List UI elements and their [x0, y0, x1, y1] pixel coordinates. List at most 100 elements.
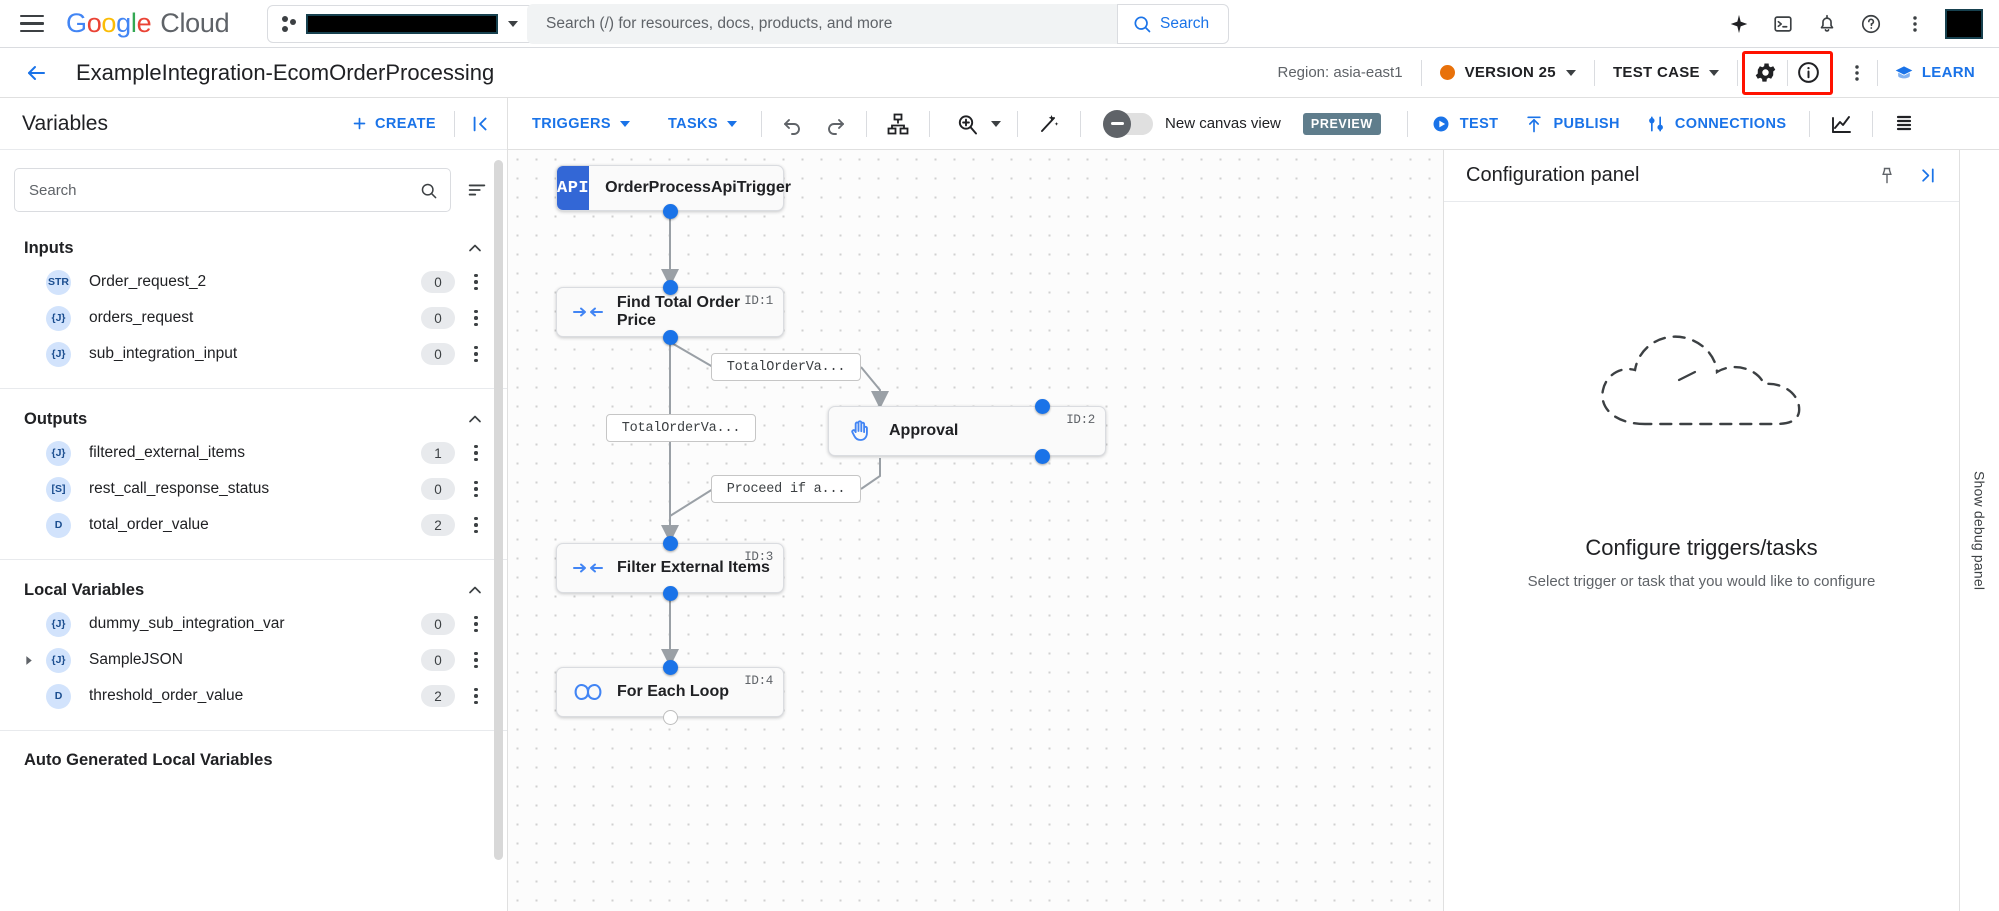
undo-icon[interactable]: [772, 103, 814, 145]
toggle-track[interactable]: [1103, 109, 1154, 138]
expand-variable-icon[interactable]: [22, 654, 44, 667]
pin-icon[interactable]: [1869, 158, 1905, 194]
tasks-menu-button[interactable]: TASKS: [654, 116, 751, 132]
variable-more-vert-icon[interactable]: [463, 305, 489, 331]
variables-section-header[interactable]: Inputs: [0, 232, 507, 264]
variables-panel-scrollbar[interactable]: [494, 160, 503, 860]
node-output-connector[interactable]: [1034, 448, 1050, 464]
test-button[interactable]: TEST: [1418, 114, 1512, 134]
cloud-shell-icon[interactable]: [1763, 4, 1803, 44]
search-button[interactable]: Search: [1117, 4, 1230, 44]
search-input[interactable]: [528, 15, 1116, 33]
collapse-variables-panel-icon[interactable]: [455, 98, 507, 150]
chevron-up-icon[interactable]: [465, 580, 485, 600]
show-debug-panel-rail[interactable]: Show debug panel: [1959, 150, 1999, 911]
edge-condition-label[interactable]: TotalOrderVa...: [606, 414, 756, 442]
help-icon[interactable]: [1851, 4, 1891, 44]
auto-layout-icon[interactable]: [877, 103, 919, 145]
expand-panel-icon[interactable]: [1909, 158, 1945, 194]
variable-more-vert-icon[interactable]: [463, 269, 489, 295]
variables-search-box[interactable]: [14, 168, 451, 212]
new-canvas-view-toggle[interactable]: New canvas view PREVIEW: [1103, 109, 1381, 138]
variables-section-header[interactable]: Outputs: [0, 403, 507, 435]
variable-more-vert-icon[interactable]: [463, 611, 489, 637]
node-input-connector[interactable]: [662, 279, 678, 295]
node-output-connector[interactable]: [662, 203, 678, 219]
test-case-selector[interactable]: TEST CASE: [1595, 64, 1737, 81]
edge-condition-label[interactable]: Proceed if a...: [711, 475, 861, 503]
connections-button[interactable]: CONNECTIONS: [1633, 114, 1800, 134]
redo-icon[interactable]: [814, 103, 856, 145]
variables-search-input[interactable]: [29, 181, 419, 199]
metrics-chart-icon[interactable]: [1820, 103, 1862, 145]
variable-type-badge: D: [46, 683, 71, 709]
variables-section-title: Auto Generated Local Variables: [24, 751, 273, 769]
variable-more-vert-icon[interactable]: [463, 341, 489, 367]
node-output-connector[interactable]: [662, 585, 678, 601]
page-more-vert-icon[interactable]: [1837, 53, 1877, 93]
settings-gear-icon[interactable]: [1745, 54, 1787, 92]
logs-list-icon[interactable]: [1883, 103, 1925, 145]
region-label: Region: asia-east1: [1277, 64, 1403, 81]
node-input-connector[interactable]: [662, 535, 678, 551]
user-avatar-redacted[interactable]: [1945, 9, 1983, 39]
variable-type-badge: {J}: [46, 611, 71, 637]
gemini-spark-icon[interactable]: [1719, 4, 1759, 44]
create-variable-button[interactable]: CREATE: [351, 115, 454, 132]
variables-section-header[interactable]: Auto Generated Local Variables: [0, 745, 507, 776]
chevron-up-icon[interactable]: [465, 409, 485, 429]
triggers-menu-button[interactable]: TRIGGERS: [518, 116, 644, 132]
node-input-connector[interactable]: [1034, 398, 1050, 414]
variable-more-vert-icon[interactable]: [463, 476, 489, 502]
zoom-icon[interactable]: [946, 103, 988, 145]
hamburger-menu-icon[interactable]: [20, 14, 44, 33]
chevron-up-icon[interactable]: [465, 238, 485, 258]
node-input-connector[interactable]: [662, 659, 678, 675]
divider: [0, 559, 507, 560]
logo-letter: g: [116, 8, 131, 38]
project-selector[interactable]: [267, 4, 558, 43]
info-circle-icon[interactable]: [1788, 54, 1830, 92]
global-search-box[interactable]: [527, 4, 1117, 44]
node-output-connector[interactable]: [662, 329, 678, 345]
variables-section-header[interactable]: Local Variables: [0, 574, 507, 606]
version-selector[interactable]: VERSION 25: [1422, 64, 1594, 81]
topbar-more-vert-icon[interactable]: [1895, 4, 1935, 44]
magic-wand-icon[interactable]: [1028, 103, 1070, 145]
variable-more-vert-icon[interactable]: [463, 647, 489, 673]
publish-button[interactable]: PUBLISH: [1511, 114, 1632, 134]
back-button[interactable]: [18, 55, 54, 91]
variable-name: total_order_value: [89, 516, 209, 533]
variable-more-vert-icon[interactable]: [463, 683, 489, 709]
variable-more-vert-icon[interactable]: [463, 440, 489, 466]
notifications-bell-icon[interactable]: [1807, 4, 1847, 44]
learn-button[interactable]: LEARN: [1878, 63, 1989, 83]
node-output-connector[interactable]: [662, 709, 678, 725]
show-debug-panel-label[interactable]: Show debug panel: [1971, 470, 1988, 591]
configuration-panel-title: Configuration panel: [1466, 164, 1640, 186]
search-button-label: Search: [1160, 15, 1210, 32]
variable-more-vert-icon[interactable]: [463, 512, 489, 538]
sort-variables-icon[interactable]: [465, 178, 489, 202]
canvas-node-label: Find Total Order Price: [616, 294, 741, 329]
variable-name: rest_call_response_status: [89, 480, 270, 497]
edge-condition-label[interactable]: TotalOrderVa...: [711, 353, 861, 381]
zoom-control[interactable]: [940, 103, 1007, 145]
